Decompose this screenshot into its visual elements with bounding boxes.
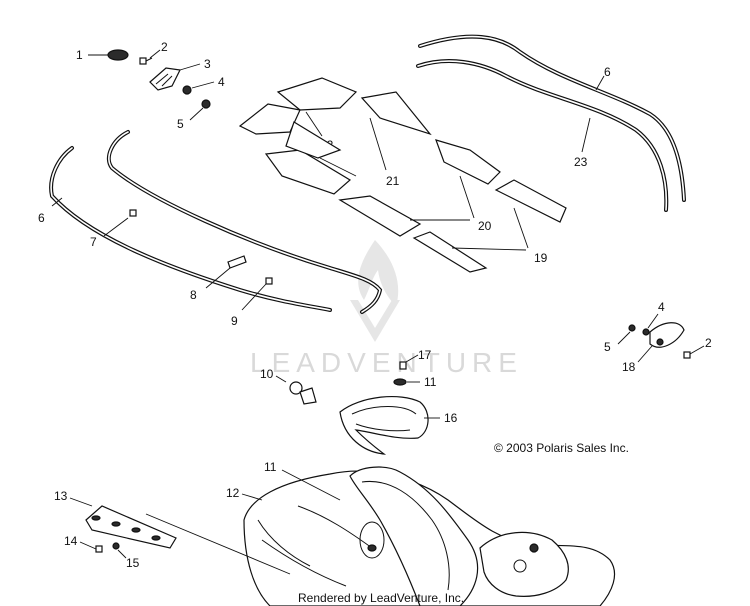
callout-21: 21 — [386, 174, 400, 188]
part-13-trim-plate: 13 — [54, 489, 291, 575]
part-8-fastener: 8 — [190, 255, 247, 302]
part-4-nut-right: 4 — [642, 300, 665, 336]
part-7-screw: 7 — [90, 209, 137, 249]
callout-13: 13 — [54, 489, 68, 503]
callout-2-upper: 2 — [161, 40, 168, 54]
callout-8: 8 — [190, 288, 197, 302]
part-15-nut: 15 — [112, 542, 140, 570]
part-console — [479, 531, 569, 597]
callout-4-right: 4 — [658, 300, 665, 314]
callout-18: 18 — [622, 360, 636, 374]
callout-5-upper: 5 — [177, 117, 184, 131]
part-1-emblem: 1 — [76, 48, 129, 62]
callout-12: 12 — [226, 486, 240, 500]
part-14-screw: 14 — [64, 534, 103, 553]
part-9-fastener: 9 — [231, 277, 273, 328]
copyright-text: © 2003 Polaris Sales Inc. — [494, 441, 629, 455]
callout-17: 17 — [418, 348, 432, 362]
part-5-nut-upper: 5 — [177, 99, 211, 131]
part-2-screw-right: 2 — [683, 336, 712, 359]
part-4-nut-upper: 4 — [182, 75, 225, 95]
callout-19: 19 — [534, 251, 548, 265]
callout-16: 16 — [444, 411, 458, 425]
watermark: LEADVENTURE — [250, 240, 523, 378]
callout-4-upper: 4 — [218, 75, 225, 89]
part-20-pads: 20 — [338, 139, 501, 237]
callout-20: 20 — [478, 219, 492, 233]
part-3-bracket: 3 — [149, 57, 211, 91]
callout-6-left: 6 — [38, 211, 45, 225]
part-6-right-strip: 6 — [418, 34, 686, 202]
part-18-bracket: 18 — [622, 322, 685, 374]
callout-23: 23 — [574, 155, 588, 169]
part-5-nut-right: 5 — [604, 324, 636, 354]
part-21-pads: 21 — [285, 91, 432, 188]
part-11-grommet-upper: 11 — [393, 375, 437, 389]
part-19-pads: 19 — [412, 179, 567, 273]
callout-6-right: 6 — [604, 65, 611, 79]
callout-2-right: 2 — [705, 336, 712, 350]
callout-1: 1 — [76, 48, 83, 62]
callout-5-right: 5 — [604, 340, 611, 354]
part-2-screw-upper: 2 — [139, 40, 168, 65]
callout-11-upper: 11 — [424, 375, 437, 389]
watermark-text: LEADVENTURE — [250, 347, 523, 378]
callout-3: 3 — [204, 57, 211, 71]
part-seat-cowl — [349, 466, 479, 606]
callout-10: 10 — [260, 367, 274, 381]
callout-7: 7 — [90, 235, 97, 249]
part-17-screw: 17 — [399, 348, 432, 370]
part-10-latch: 10 — [260, 367, 317, 405]
part-6-left-strip: 6 — [38, 146, 332, 312]
trim-molding — [106, 130, 383, 314]
part-23-strip: 23 — [416, 59, 669, 212]
part-16-seat-pad: 16 — [339, 395, 458, 455]
callout-9: 9 — [231, 314, 238, 328]
callout-14: 14 — [64, 534, 78, 548]
callout-11-lower: 11 — [264, 460, 277, 474]
footer-text: Rendered by LeadVenture, Inc. — [298, 591, 464, 605]
callout-15: 15 — [126, 556, 140, 570]
part-11-grommet-lower: 11 — [264, 460, 377, 552]
